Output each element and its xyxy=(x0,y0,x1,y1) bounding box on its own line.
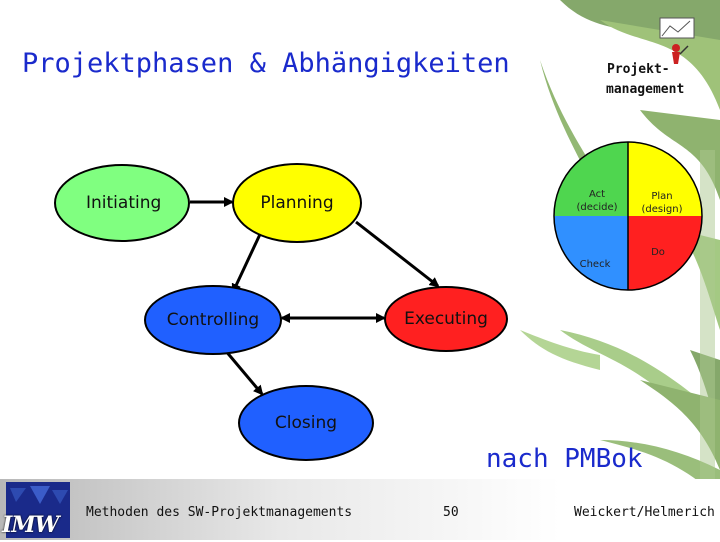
pdca-plan-quadrant xyxy=(628,142,702,216)
corner-label-line1: Projekt- xyxy=(607,62,670,77)
node-closing-label: Closing xyxy=(274,413,338,433)
page-title: Projektphasen & Abhängigkeiten xyxy=(22,48,510,79)
pdca-plan-label: Plan (design) xyxy=(636,190,688,216)
imw-logo-text: IMW xyxy=(2,512,59,538)
pdca-do-label: Do xyxy=(651,247,665,258)
footer-course: Methoden des SW-Projektmanagements xyxy=(86,505,353,520)
pdca-do-quadrant xyxy=(628,216,702,290)
pdca-act-text: Act xyxy=(588,189,606,200)
node-controlling: Controlling xyxy=(144,285,282,355)
imw-logo xyxy=(6,482,70,538)
pdca-check-label: Check xyxy=(579,259,611,270)
pdca-design-text: (design) xyxy=(641,204,683,215)
corner-label-line2: management xyxy=(606,82,685,97)
pdca-act-quadrant xyxy=(554,142,628,216)
source-label: nach PMBok xyxy=(486,444,643,474)
footer-bar xyxy=(0,479,720,540)
node-closing: Closing xyxy=(238,385,374,461)
footer-page-number: 50 xyxy=(443,505,459,520)
pdca-act-label: Act (decide) xyxy=(572,188,622,214)
node-initiating-label: Initiating xyxy=(86,193,162,213)
footer-authors: Weickert/Helmerich xyxy=(574,505,715,520)
node-planning: Planning xyxy=(232,163,362,243)
pdca-circle xyxy=(553,141,703,291)
pdca-plan-text: Plan xyxy=(651,191,673,202)
pdca-check-quadrant xyxy=(554,216,628,290)
node-initiating: Initiating xyxy=(54,164,190,242)
node-executing-label: Executing xyxy=(404,309,488,329)
corner-label: Projekt- management xyxy=(606,60,706,100)
node-controlling-label: Controlling xyxy=(166,310,260,330)
pdca-decide-text: (decide) xyxy=(576,202,618,213)
node-executing: Executing xyxy=(384,286,508,352)
node-planning-label: Planning xyxy=(260,193,334,213)
